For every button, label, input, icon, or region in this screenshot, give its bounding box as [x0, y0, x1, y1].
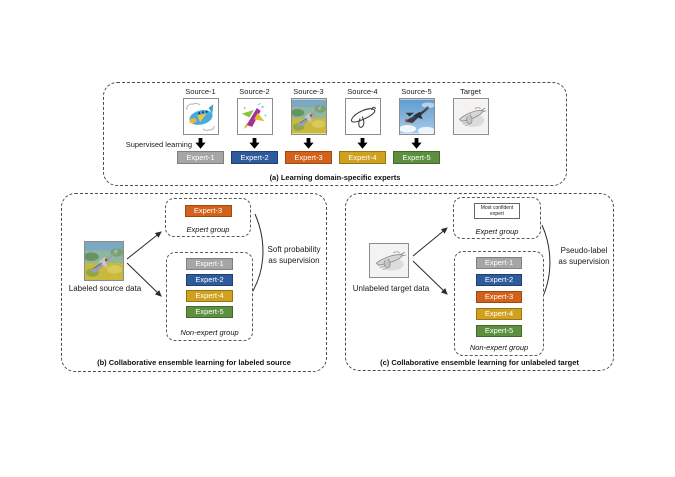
- source-5-label: Source-5: [401, 87, 432, 96]
- source-3-label: Source-3: [293, 87, 324, 96]
- expert-1-chip: Expert-1: [186, 258, 233, 270]
- expert-1-chip: Expert-1: [476, 257, 522, 269]
- source-columns: Source-1 Expert-1 Source-2 Expert-2 Sour…: [177, 86, 494, 164]
- expert-4-chip: Expert-4: [339, 151, 386, 164]
- source-1-image: [182, 98, 219, 135]
- panel-a-caption: (a) Learning domain-specific experts: [269, 173, 401, 182]
- source-3-image: [290, 98, 327, 135]
- expert-2-chip: Expert-2: [231, 151, 278, 164]
- unlabeled-target-data-label: Unlabeled target data: [352, 284, 430, 293]
- expert-2-chip: Expert-2: [476, 274, 522, 286]
- supervised-learning-label: Supervised learning: [125, 140, 192, 149]
- down-arrow-icon: [357, 138, 368, 149]
- column-target: Target: [447, 86, 494, 164]
- expert-3-chip: Expert-3: [184, 205, 232, 217]
- column-source-4: Source-4 Expert-4: [339, 86, 386, 164]
- column-source-2: Source-2 Expert-2: [231, 86, 278, 164]
- target-label: Target: [460, 87, 481, 96]
- panel-b-labeled-source: Labeled source data Expert-3 Expert grou…: [61, 193, 327, 372]
- expert-group-label: Expert group: [186, 225, 230, 234]
- most-confident-expert-box: Most confident expert: [474, 203, 520, 219]
- panel-b-expert-group: Expert-3 Expert group: [165, 198, 251, 237]
- down-arrow-icon: [195, 138, 206, 149]
- non-expert-group-label: Non-expert group: [469, 343, 529, 352]
- expert-4-chip: Expert-4: [476, 308, 522, 320]
- pseudo-label-label: Pseudo-label as supervision: [558, 246, 610, 266]
- expert-group-label: Expert group: [475, 227, 519, 236]
- non-expert-chips: Expert-1 Expert-2 Expert-4 Expert-5: [167, 253, 252, 318]
- unlabeled-target-image: [369, 243, 409, 278]
- source-4-image: [344, 98, 381, 135]
- source-2-label: Source-2: [239, 87, 270, 96]
- column-source-5: Source-5 Expert-5: [393, 86, 440, 164]
- expert-3-chip: Expert-3: [476, 291, 522, 303]
- expert-5-chip: Expert-5: [476, 325, 522, 337]
- expert-3-chip: Expert-3: [285, 151, 332, 164]
- source-4-label: Source-4: [347, 87, 378, 96]
- down-arrow-icon: [411, 138, 422, 149]
- soft-probability-label: Soft probability as supervision: [267, 245, 321, 265]
- expert-5-chip: Expert-5: [393, 151, 440, 164]
- expert-4-chip: Expert-4: [186, 290, 233, 302]
- panel-a-learning-experts: Supervised learning Source-1 Expert-1 So…: [103, 82, 567, 186]
- non-expert-chips: Expert-1 Expert-2 Expert-3 Expert-4 Expe…: [455, 252, 543, 337]
- source-2-image: [236, 98, 273, 135]
- target-image: [452, 98, 489, 135]
- column-source-1: Source-1 Expert-1: [177, 86, 224, 164]
- expert-2-chip: Expert-2: [186, 274, 233, 286]
- panel-c-caption: (c) Collaborative ensemble learning for …: [380, 358, 579, 367]
- expert-1-chip: Expert-1: [177, 151, 224, 164]
- labeled-source-image: [84, 241, 124, 281]
- down-arrow-icon: [249, 138, 260, 149]
- panel-c-unlabeled-target: Unlabeled target data Most confident exp…: [345, 193, 614, 371]
- labeled-source-data-label: Labeled source data: [68, 284, 142, 293]
- expert-5-chip: Expert-5: [186, 306, 233, 318]
- source-5-image: [398, 98, 435, 135]
- column-source-3: Source-3 Expert-3: [285, 86, 332, 164]
- panel-c-expert-group: Most confident expert Expert group: [453, 197, 541, 239]
- source-1-label: Source-1: [185, 87, 216, 96]
- non-expert-group-label: Non-expert group: [180, 328, 239, 337]
- panel-b-caption: (b) Collaborative ensemble learning for …: [97, 358, 291, 367]
- down-arrow-icon: [303, 138, 314, 149]
- panel-c-non-expert-group: Expert-1 Expert-2 Expert-3 Expert-4 Expe…: [454, 251, 544, 356]
- panel-b-non-expert-group: Expert-1 Expert-2 Expert-4 Expert-5 Non-…: [166, 252, 253, 341]
